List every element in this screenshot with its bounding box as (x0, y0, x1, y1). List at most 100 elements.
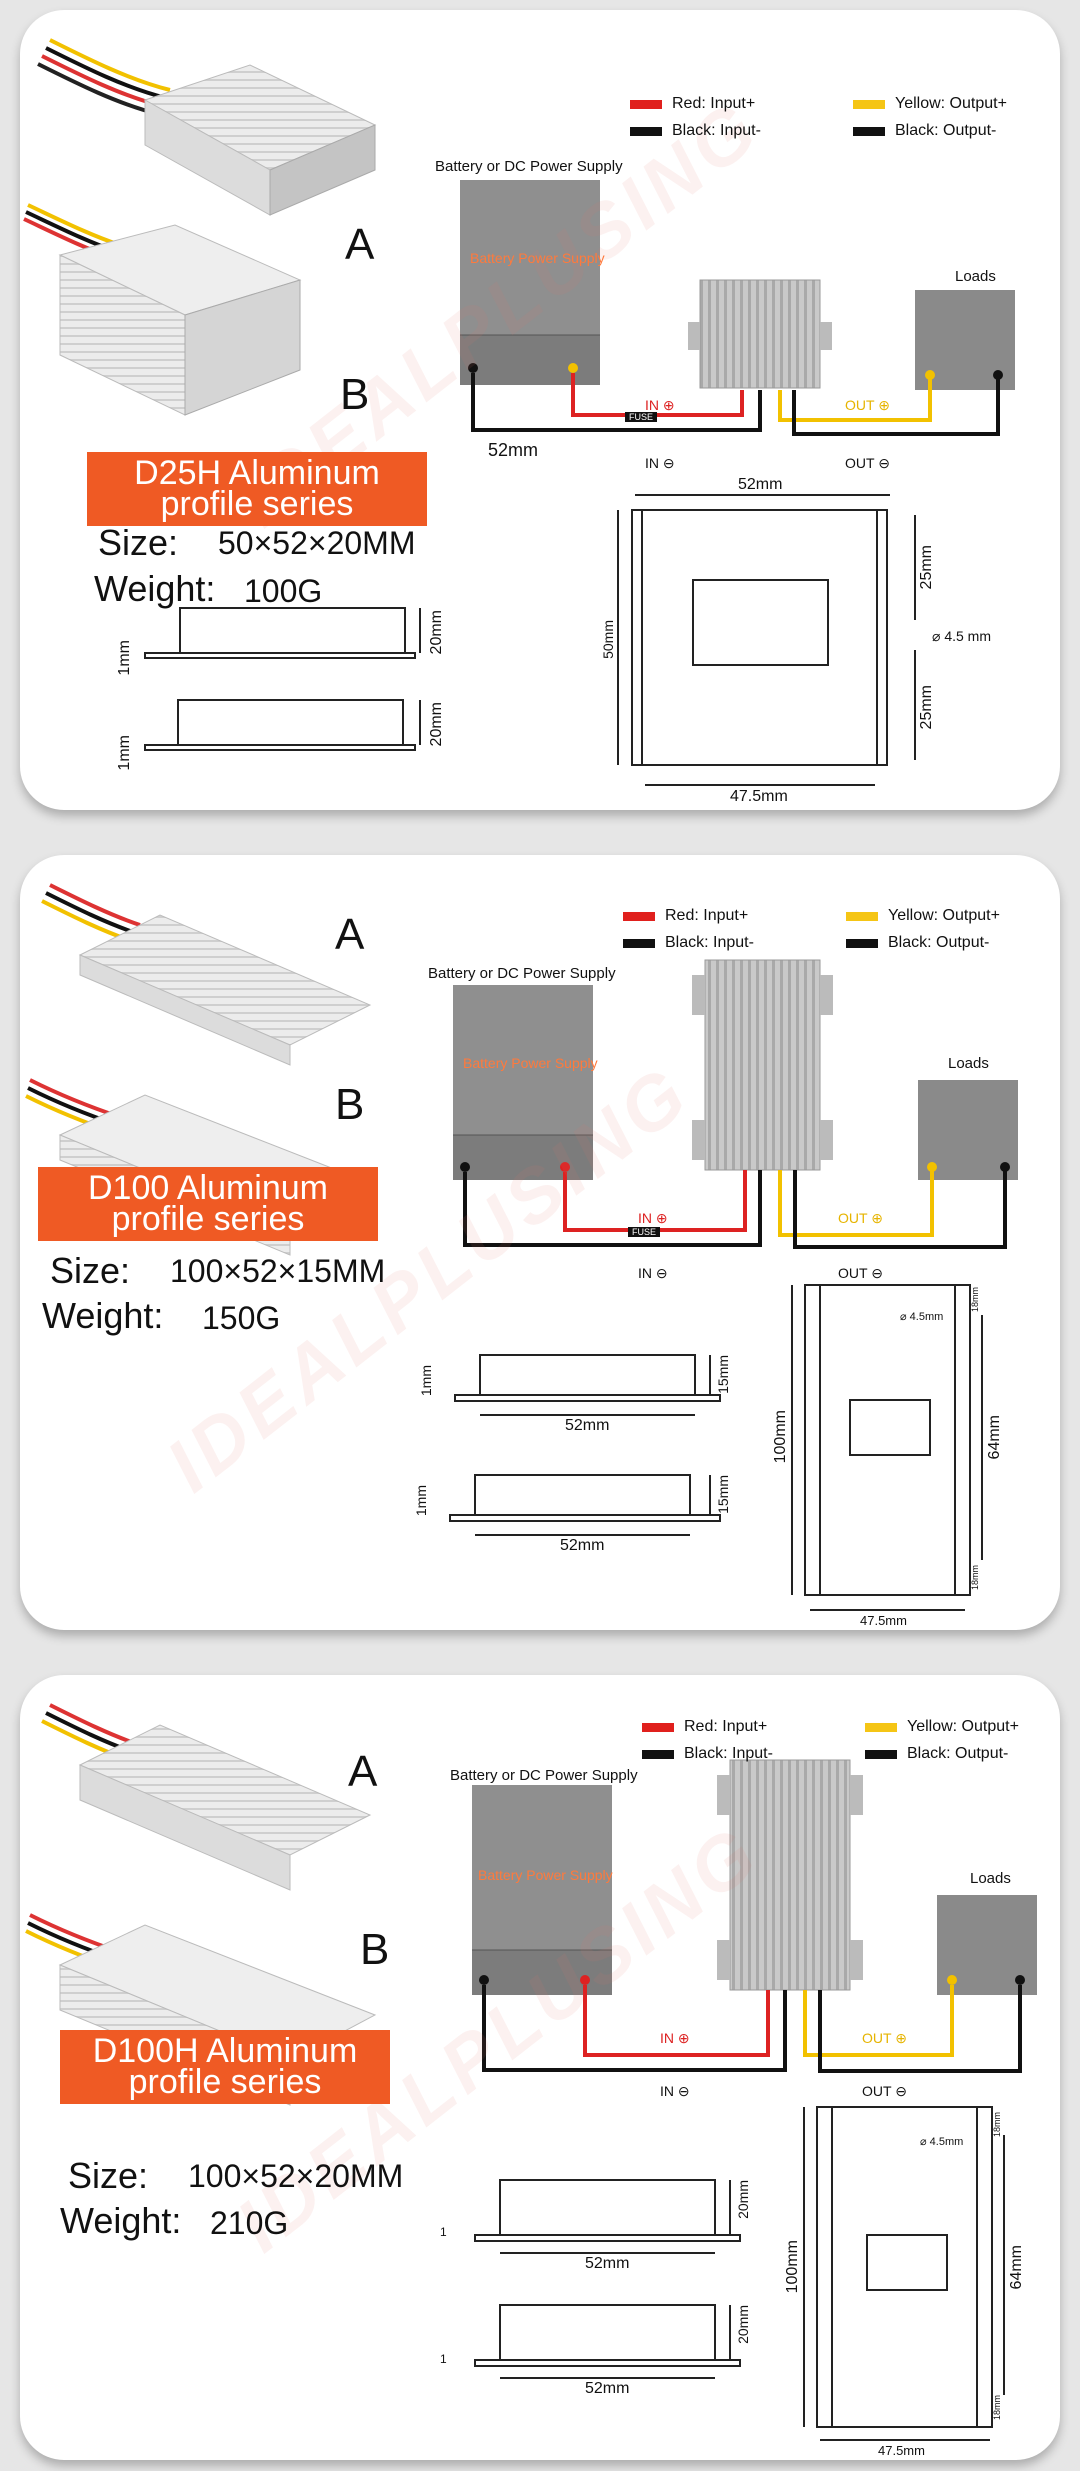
supply-box-label: Battery Power Supply (478, 1867, 613, 1883)
weight-spec: Weight: 150G (42, 1295, 280, 1337)
supply-label: Battery or DC Power Supply (428, 965, 616, 982)
fuse-label: FUSE (629, 412, 654, 422)
legend-red: Red: Input+ (642, 1718, 767, 1736)
size-spec: Size: 100×52×15MM (50, 1250, 385, 1292)
dim-thickness: 1mm (413, 1485, 429, 1517)
dim-thickness: 1mm (116, 640, 133, 676)
legend-swatch (853, 99, 885, 109)
size-label: Size: (98, 522, 179, 563)
dim-hole: ⌀ 4.5mm (920, 2136, 964, 2148)
legend-label: Yellow: Output+ (888, 907, 1000, 924)
size-label: Size: (68, 2155, 149, 2196)
legend-red: Red: Input+ (623, 907, 748, 925)
dim-side-width: 52mm (585, 2255, 630, 2272)
legend-label: Black: Output- (888, 934, 990, 951)
legend-black-out: Black: Output- (853, 122, 996, 140)
dim-side-width: 52mm (560, 1537, 605, 1554)
dim-side-height: 15mm (715, 1475, 731, 1514)
weight-spec: Weight: 100G (94, 568, 322, 610)
side-profile-drawings (449, 1354, 721, 1536)
side-profile-drawings (474, 2179, 741, 2379)
wiring-diagram (460, 180, 1015, 436)
out-minus-label: OUT ⊖ (862, 2083, 907, 2099)
size-value: 50×52×20MM (218, 525, 416, 561)
supply-label: Battery or DC Power Supply (450, 1767, 638, 1784)
series-banner: D25H Aluminum profile series (87, 452, 427, 526)
out-minus-label: OUT ⊖ (845, 455, 890, 471)
legend-swatch (865, 1749, 897, 1759)
model-name: D100H Aluminum (92, 2032, 358, 2070)
legend-swatch (623, 911, 655, 921)
size-value: 100×52×20MM (188, 2158, 404, 2194)
weight-value: 150G (202, 1300, 281, 1336)
size-spec: Size: 50×52×20MM (98, 522, 415, 564)
variant-label-b: B (340, 370, 370, 419)
wiring-diagram (472, 1759, 1037, 2073)
legend-swatch (846, 911, 878, 921)
dim-hole: ⌀ 4.5 mm (932, 628, 991, 644)
weight-spec: Weight:210G (60, 2200, 288, 2242)
weight-value: 100G (244, 573, 323, 609)
legend-swatch (630, 99, 662, 109)
product-photo-a (41, 883, 372, 1066)
dim-side: 50mm (600, 620, 616, 659)
card-graphics (23, 38, 1015, 786)
dim-thickness: 1 (440, 2352, 447, 2366)
legend-label: Yellow: Output+ (895, 95, 1007, 112)
dim-right: 64mm (986, 1415, 1003, 1460)
card-graphics (25, 883, 1018, 1611)
variant-label-a: A (335, 910, 365, 959)
top-outline-drawing (803, 2106, 1005, 2441)
dim-side: 100mm (772, 1410, 789, 1464)
in-minus-label: IN ⊖ (660, 2083, 690, 2099)
legend-black-out: Black: Output- (846, 934, 989, 952)
size-label: Size: (50, 1250, 131, 1291)
size-value: 100×52×15MM (170, 1253, 386, 1289)
weight-label: Weight: (42, 1295, 164, 1336)
dim-bottom: 47.5mm (860, 1613, 907, 1628)
series-name: profile series (128, 2063, 322, 2101)
series-banner: D100 Aluminum profile series (38, 1167, 378, 1241)
dim-upper: 25mm (918, 545, 935, 590)
product-photo-a (41, 1703, 372, 1891)
dim-thickness: 1mm (418, 1365, 434, 1397)
supply-box-label: Battery Power Supply (463, 1055, 598, 1071)
variant-label-b: B (335, 1080, 365, 1129)
in-plus-label: IN ⊕ (638, 1210, 668, 1226)
legend-label: Red: Input+ (665, 907, 749, 924)
dim-bottom: 47.5mm (730, 788, 788, 805)
in-minus-label: IN ⊖ (645, 455, 675, 471)
loads-label: Loads (970, 1870, 1011, 1887)
model-name: D25H Aluminum (134, 454, 380, 492)
dim-side-height: 20mm (428, 702, 445, 747)
series-name: profile series (111, 1200, 305, 1238)
legend-yellow: Yellow: Output+ (846, 907, 1000, 925)
legend-black-in: Black: Input- (642, 1745, 773, 1763)
loads-label: Loads (948, 1055, 989, 1072)
legend-swatch (623, 938, 655, 948)
weight-label: Weight: (94, 568, 216, 609)
dim-thickness: 1 (440, 2225, 447, 2239)
supply-label: Battery or DC Power Supply (435, 158, 623, 175)
out-plus-label: OUT ⊕ (845, 397, 890, 413)
card-graphics (25, 1703, 1037, 2441)
legend-swatch (642, 1722, 674, 1732)
legend-swatch (846, 938, 878, 948)
side-profile-drawings (144, 607, 421, 751)
top-outline-drawing (791, 1284, 983, 1611)
legend-label: Black: Input- (672, 122, 761, 139)
variant-label-b: B (360, 1925, 390, 1974)
variant-label-a: A (348, 1747, 378, 1796)
dim-side: 100mm (784, 2240, 801, 2294)
dim-side-height: 20mm (428, 610, 445, 655)
dim-top: 52mm (738, 476, 783, 493)
dim-small: 18mm (992, 2112, 1002, 2138)
weight-value: 210G (210, 2205, 289, 2241)
dim-small: 18mm (970, 1565, 980, 1591)
out-plus-label: OUT ⊕ (862, 2030, 907, 2046)
out-plus-label: OUT ⊕ (838, 1210, 883, 1226)
dim-small: 18mm (970, 1287, 980, 1313)
size-spec: Size: 100×52×20MM (68, 2155, 403, 2197)
legend-swatch (853, 126, 885, 136)
legend-label: Black: Input- (665, 934, 754, 951)
